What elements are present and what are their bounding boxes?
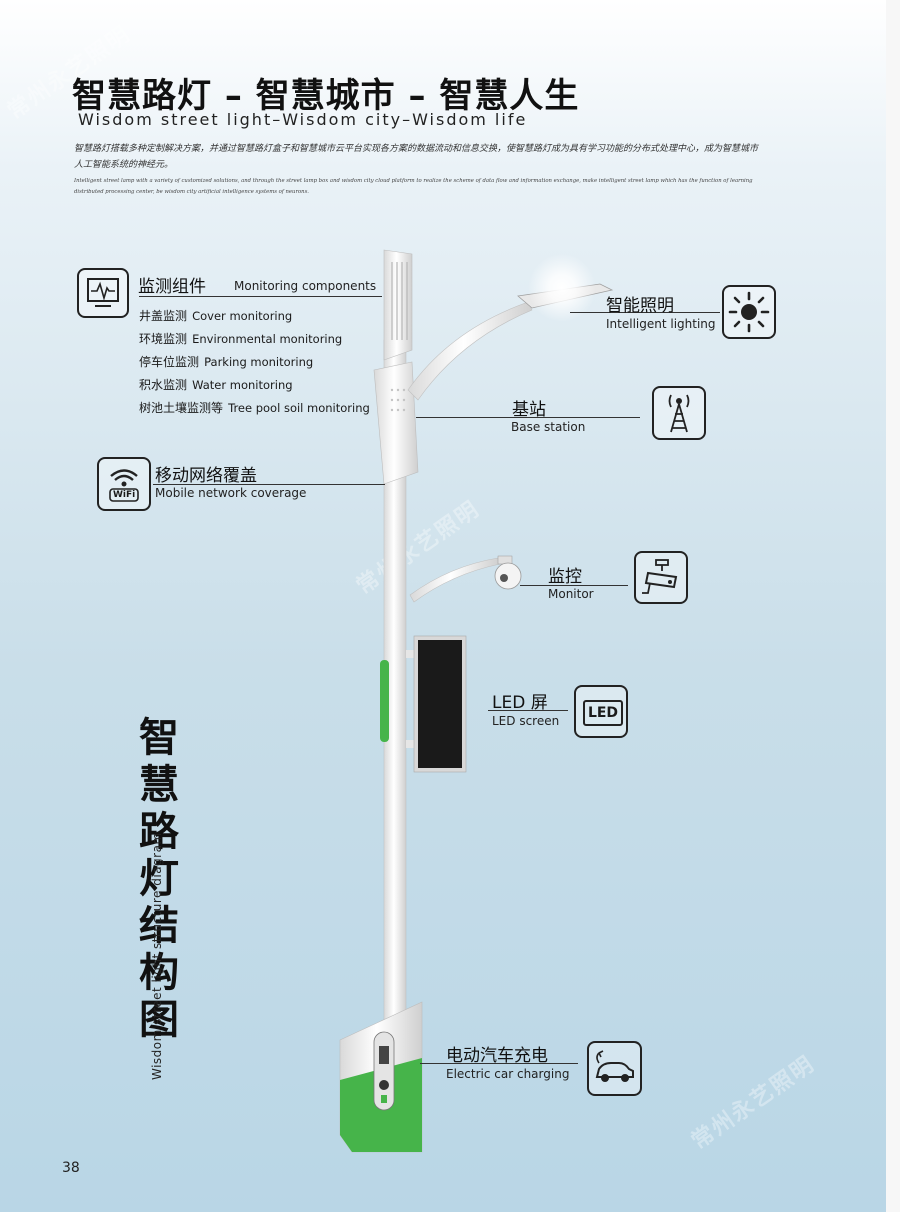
pointer-line-lighting xyxy=(570,312,720,313)
dome-camera xyxy=(494,562,522,590)
base-station-housing xyxy=(373,361,419,485)
pointer-line-led xyxy=(488,710,568,711)
green-light-strip xyxy=(380,660,389,742)
monitoring-item: 树池土壤监测等 Tree pool soil monitoring xyxy=(139,401,370,415)
cctv-camera-icon xyxy=(642,559,678,594)
wifi-icon xyxy=(109,469,139,502)
page-subtitle: Wisdom street light–Wisdom city–Wisdom l… xyxy=(78,110,528,129)
monitoring-icon-box xyxy=(77,268,129,318)
led-icon-box: LED xyxy=(574,685,628,738)
monitoring-title-cn: 监测组件 xyxy=(138,277,206,297)
mobile-label-en: Mobile network coverage xyxy=(155,486,307,500)
lighting-icon-box xyxy=(722,285,776,339)
mobile-label-cn: 移动网络覆盖 xyxy=(155,466,257,486)
pointer-line-mobile xyxy=(153,484,385,485)
monitoring-list: 井盖监测 Cover monitoring 环境监测 Environmental… xyxy=(139,305,370,420)
base-station-label-cn: 基站 xyxy=(512,400,546,420)
lamp-glow xyxy=(528,254,596,322)
monitor-screen-icon xyxy=(87,278,119,307)
pointer-line-monitor xyxy=(520,585,628,586)
led-label-en: LED screen xyxy=(492,714,560,728)
ev-charging-car-icon xyxy=(595,1050,634,1082)
led-screen-panel xyxy=(418,640,462,768)
watermark: 常州永艺照明 xyxy=(687,1051,820,1155)
lighting-label-en: Intelligent lighting xyxy=(606,317,716,331)
housing-dots xyxy=(390,388,406,412)
monitoring-item: 积水监测 Water monitoring xyxy=(139,378,293,392)
vertical-title-cn: 智慧路灯结构图 xyxy=(139,715,179,1043)
base-station-label-en: Base station xyxy=(511,420,586,434)
antenna-tower-icon xyxy=(668,394,690,433)
monitoring-item: 井盖监测 Cover monitoring xyxy=(139,309,293,323)
led-sign-icon: LED xyxy=(583,700,623,726)
pointer-line-base-station xyxy=(416,417,640,418)
camera-arm xyxy=(409,557,501,603)
sun-icon xyxy=(728,291,770,333)
page-number: 38 xyxy=(62,1160,80,1176)
pole-top-module xyxy=(383,249,413,361)
lighting-label-cn: 智能照明 xyxy=(606,296,674,316)
base-station-icon-box xyxy=(652,386,706,440)
vertical-title-en: Wisdom street light structure diagram xyxy=(150,832,164,1080)
led-label-cn: LED 屏 xyxy=(492,693,548,713)
page-edge-strip xyxy=(886,0,900,1212)
street-light-illustration xyxy=(339,249,614,1153)
intro-text-en: Intelligent street lamp with a variety o… xyxy=(74,178,753,195)
monitoring-title-en: Monitoring components xyxy=(234,279,377,293)
monitoring-item: 环境监测 Environmental monitoring xyxy=(139,332,343,346)
wifi-icon-text: WiFi xyxy=(113,490,136,500)
vent-slots xyxy=(391,262,408,340)
charging-icon-box xyxy=(587,1041,642,1096)
monitor-icon-box xyxy=(634,551,688,604)
charging-label-en: Electric car charging xyxy=(446,1067,570,1081)
pointer-line-monitoring xyxy=(139,296,382,297)
charging-label-cn: 电动汽车充电 xyxy=(446,1046,548,1066)
pointer-line-charging xyxy=(420,1063,578,1064)
intro-text-cn: 智慧路灯搭载多种定制解决方案，并通过智慧路灯盒子和智慧城市云平台实现各方案的数据… xyxy=(74,144,759,170)
monitor-label-en: Monitor xyxy=(548,587,594,601)
wifi-icon-box: WiFi xyxy=(97,457,151,511)
lamp-arm xyxy=(407,301,533,401)
monitor-label-cn: 监控 xyxy=(548,567,582,587)
page-title: 智慧路灯 – 智慧城市 – 智慧人生 xyxy=(72,76,580,116)
monitoring-item: 停车位监测 Parking monitoring xyxy=(139,355,314,369)
